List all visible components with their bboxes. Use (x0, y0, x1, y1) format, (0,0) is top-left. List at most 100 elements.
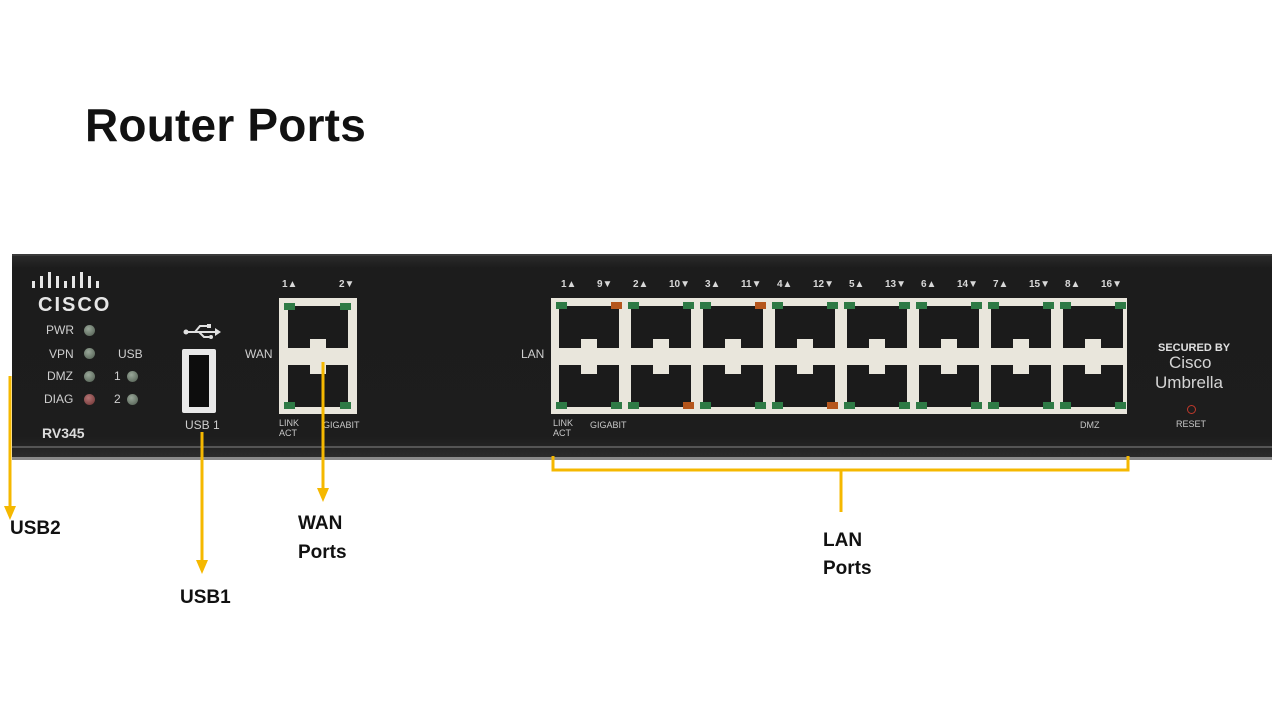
usb-led-label-2: 2 (114, 392, 121, 406)
lan-link-act-label: LINK ACT (553, 418, 574, 438)
port-led (683, 402, 694, 409)
pwr-led (84, 325, 95, 336)
port-led (899, 302, 910, 309)
lan-port (991, 306, 1051, 348)
port-led (755, 302, 766, 309)
wan-port-1 (288, 306, 348, 348)
reset-label: RESET (1176, 419, 1207, 429)
port-led (628, 302, 639, 309)
wan-port-block (279, 298, 357, 414)
port-led (988, 402, 999, 409)
usb1-port-label: USB 1 (185, 418, 220, 432)
led-label-pwr: PWR (46, 323, 74, 337)
port-led (827, 302, 838, 309)
wan-gigabit-label: GIGABIT (323, 420, 360, 430)
usb1-port (182, 349, 216, 413)
port-led (916, 402, 927, 409)
lan-port (631, 365, 691, 407)
port-led (611, 402, 622, 409)
port-led (1115, 302, 1126, 309)
reset-button (1187, 405, 1196, 414)
lan-port (559, 365, 619, 407)
lan-ports-callout-line1: LAN (823, 530, 863, 551)
lan-port-label: 15▼ (1029, 279, 1051, 290)
slide-title: Router Ports (85, 99, 366, 151)
lan-port-label: 16▼ (1101, 279, 1123, 290)
lan-port (559, 306, 619, 348)
lan-port-label: 6▲ (921, 279, 937, 290)
port-led (827, 402, 838, 409)
lan-port (919, 306, 979, 348)
diag-led (84, 394, 95, 405)
usb2-arrowhead (4, 506, 16, 520)
umbrella-product: Umbrella (1155, 373, 1224, 392)
port-led (700, 402, 711, 409)
lan-port-label: 4▲ (777, 279, 793, 290)
lan-port (631, 306, 691, 348)
led-label-dmz: DMZ (47, 369, 73, 383)
wan-arrowhead (317, 488, 329, 502)
secured-by-label: SECURED BY (1158, 342, 1231, 354)
port-led (1060, 402, 1071, 409)
port-led (844, 302, 855, 309)
lan-port-label: 7▲ (993, 279, 1009, 290)
lan-port-label: 5▲ (849, 279, 865, 290)
port-led (971, 302, 982, 309)
lan-gigabit-label: GIGABIT (590, 420, 627, 430)
lan-port-label: 1▲ (561, 279, 577, 290)
port-led (556, 402, 567, 409)
lan-port (703, 306, 763, 348)
lan-port (919, 365, 979, 407)
lan-ports-callout-line2: Ports (823, 558, 872, 579)
lan-port (1063, 306, 1123, 348)
lan-bracket (551, 456, 1130, 472)
umbrella-brand: Cisco (1169, 353, 1212, 372)
usb-symbol-icon (183, 324, 221, 339)
wan-label: WAN (245, 347, 273, 361)
led-label-diag: DIAG (44, 392, 74, 406)
model-number: RV345 (42, 425, 85, 441)
lan-port (703, 365, 763, 407)
port-led (772, 402, 783, 409)
usb2-led (127, 394, 138, 405)
usb1-led (127, 371, 138, 382)
led-label-vpn: VPN (49, 347, 74, 361)
port-led (1115, 402, 1126, 409)
wan-ports-callout-line2: Ports (298, 542, 347, 563)
usb1-arrowhead (196, 560, 208, 574)
lan-port (847, 306, 907, 348)
port-led (628, 402, 639, 409)
cisco-logo-icon (32, 272, 99, 288)
lan-port (775, 365, 835, 407)
port-led (1043, 402, 1054, 409)
port-led (1060, 302, 1071, 309)
lan-port-label: 8▲ (1065, 279, 1081, 290)
dmz-port-label: DMZ (1080, 420, 1100, 430)
lan-port (991, 365, 1051, 407)
lan-port-label: 13▼ (885, 279, 907, 290)
usb-led-label-1: 1 (114, 369, 121, 383)
wan-port-label-1: 1▲ (282, 279, 298, 290)
router-front-panel: CISCO PWR VPN DMZ DIAG USB 1 2 RV345 USB… (12, 254, 1272, 460)
wan-port-label-2: 2▼ (339, 279, 355, 290)
port-led (844, 402, 855, 409)
lan-label: LAN (521, 347, 545, 361)
wan-port-2 (288, 365, 348, 407)
usb2-callout: USB2 (10, 518, 61, 539)
port-led (772, 302, 783, 309)
wan-link-act-label: LINK ACT (279, 418, 300, 438)
lan-port (1063, 365, 1123, 407)
lan-port-label: 12▼ (813, 279, 835, 290)
usb-led-header: USB (118, 347, 143, 361)
lan-port-label: 11▼ (741, 279, 762, 290)
lan-port (847, 365, 907, 407)
lan-port-label: 2▲ (633, 279, 649, 290)
port-led (611, 302, 622, 309)
lan-port-block (551, 298, 1127, 414)
lan-port-label: 14▼ (957, 279, 979, 290)
lan-port-label: 3▲ (705, 279, 721, 290)
lan-port-label: 9▼ (597, 279, 613, 290)
vpn-led (84, 348, 95, 359)
lan-port (775, 306, 835, 348)
